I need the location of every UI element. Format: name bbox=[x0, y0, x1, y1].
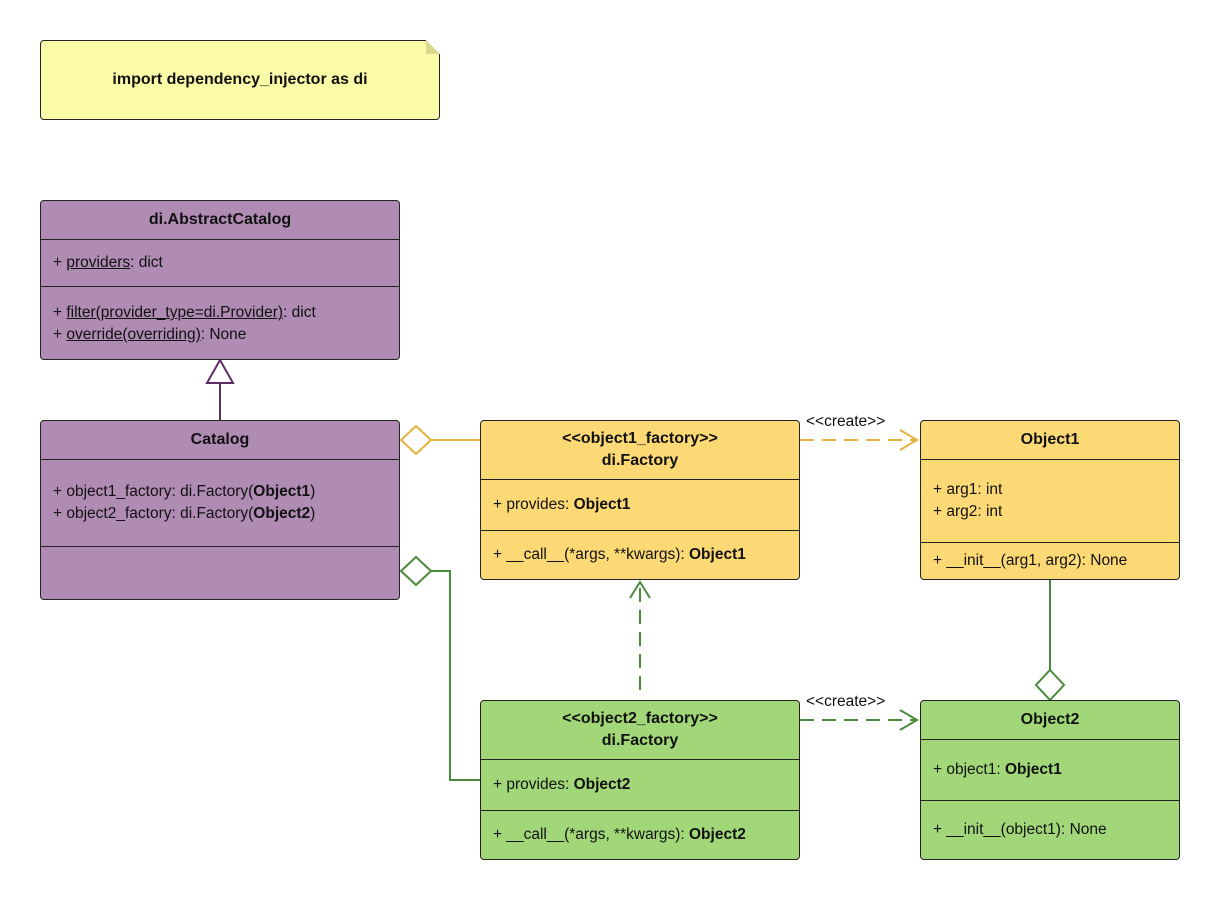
aggregation-diamond-catalog-factory2 bbox=[399, 555, 433, 587]
class-object2-factory: <<object2_factory>> di.Factory + provide… bbox=[480, 700, 800, 860]
class-abstract-catalog-methods: + filter(provider_type=di.Provider): dic… bbox=[41, 287, 399, 359]
class-object2-title: Object2 bbox=[1020, 711, 1080, 728]
class-catalog-title: Catalog bbox=[190, 431, 250, 448]
attribute-object1-factory: + object1_factory: di.Factory(Object1) bbox=[53, 483, 316, 500]
import-note: import dependency_injector as di bbox=[40, 40, 440, 120]
aggregation-line-catalog-factory2 bbox=[431, 570, 480, 781]
method-call: + __call__(*args, **kwargs): Object2 bbox=[493, 826, 746, 843]
method-call: + __call__(*args, **kwargs): Object1 bbox=[493, 546, 746, 563]
attribute-object2-factory: + object2_factory: di.Factory(Object2) bbox=[53, 505, 316, 522]
attribute-provides: + provides: Object2 bbox=[493, 776, 631, 793]
import-note-text: import dependency_injector as di bbox=[112, 71, 368, 88]
class-object2-factory-methods: + __call__(*args, **kwargs): Object2 bbox=[481, 811, 799, 859]
class-object1-factory: <<object1_factory>> di.Factory + provide… bbox=[480, 420, 800, 580]
class-catalog-header: Catalog bbox=[41, 421, 399, 460]
class-object2-factory-header: <<object2_factory>> di.Factory bbox=[481, 701, 799, 760]
create-dependency-arrowhead-2 bbox=[899, 709, 919, 731]
create-label-1: <<create>> bbox=[806, 413, 886, 430]
method-init: + __init__(arg1, arg2): None bbox=[933, 552, 1128, 569]
class-object2-factory-title: di.Factory bbox=[601, 732, 679, 749]
class-object2: Object2 + object1: Object1 + __init__(ob… bbox=[920, 700, 1180, 860]
method-init: + __init__(object1): None bbox=[933, 821, 1107, 838]
class-object1-factory-header: <<object1_factory>> di.Factory bbox=[481, 421, 799, 480]
class-object1-methods: + __init__(arg1, arg2): None bbox=[921, 543, 1179, 579]
attribute-arg1: + arg1: int bbox=[933, 481, 1003, 498]
class-object1-attributes: + arg1: int + arg2: int bbox=[921, 460, 1179, 543]
class-object2-header: Object2 bbox=[921, 701, 1179, 740]
class-abstract-catalog-attributes: + providers: dict bbox=[41, 240, 399, 287]
aggregation-diamond-catalog-factory1 bbox=[399, 424, 433, 456]
method-override: + override(overriding): None bbox=[53, 326, 247, 343]
class-object1-factory-title: di.Factory bbox=[601, 452, 679, 469]
class-object1-factory-stereotype: <<object1_factory>> bbox=[562, 430, 718, 447]
class-object1-title: Object1 bbox=[1020, 431, 1080, 448]
create-dependency-arrowhead-1 bbox=[899, 429, 919, 451]
class-abstract-catalog-header: di.AbstractCatalog bbox=[41, 201, 399, 240]
attribute-providers: + providers: dict bbox=[53, 254, 163, 271]
class-catalog-attributes: + object1_factory: di.Factory(Object1) +… bbox=[41, 460, 399, 547]
attribute-provides: + provides: Object1 bbox=[493, 496, 631, 513]
create-label-2: <<create>> bbox=[806, 693, 886, 710]
class-object1-factory-attributes: + provides: Object1 bbox=[481, 480, 799, 531]
class-abstract-catalog: di.AbstractCatalog + providers: dict + f… bbox=[40, 200, 400, 360]
class-object2-methods: + __init__(object1): None bbox=[921, 801, 1179, 859]
class-object1-header: Object1 bbox=[921, 421, 1179, 460]
attribute-arg2: + arg2: int bbox=[933, 503, 1003, 520]
attribute-object1: + object1: Object1 bbox=[933, 761, 1062, 778]
method-filter: + filter(provider_type=di.Provider): dic… bbox=[53, 304, 316, 321]
class-object2-factory-stereotype: <<object2_factory>> bbox=[562, 710, 718, 727]
class-object2-factory-attributes: + provides: Object2 bbox=[481, 760, 799, 811]
class-abstract-catalog-title: di.AbstractCatalog bbox=[148, 211, 292, 228]
class-object1: Object1 + arg1: int + arg2: int + __init… bbox=[920, 420, 1180, 580]
class-catalog-methods bbox=[41, 547, 399, 599]
class-object1-factory-methods: + __call__(*args, **kwargs): Object1 bbox=[481, 531, 799, 579]
class-object2-attributes: + object1: Object1 bbox=[921, 740, 1179, 801]
inheritance-arrowhead bbox=[205, 357, 235, 384]
aggregation-diamond-object1-object2 bbox=[1034, 668, 1066, 702]
class-catalog: Catalog + object1_factory: di.Factory(Ob… bbox=[40, 420, 400, 600]
factory-dependency-arrowhead bbox=[629, 580, 651, 599]
note-fold-corner bbox=[426, 40, 440, 54]
